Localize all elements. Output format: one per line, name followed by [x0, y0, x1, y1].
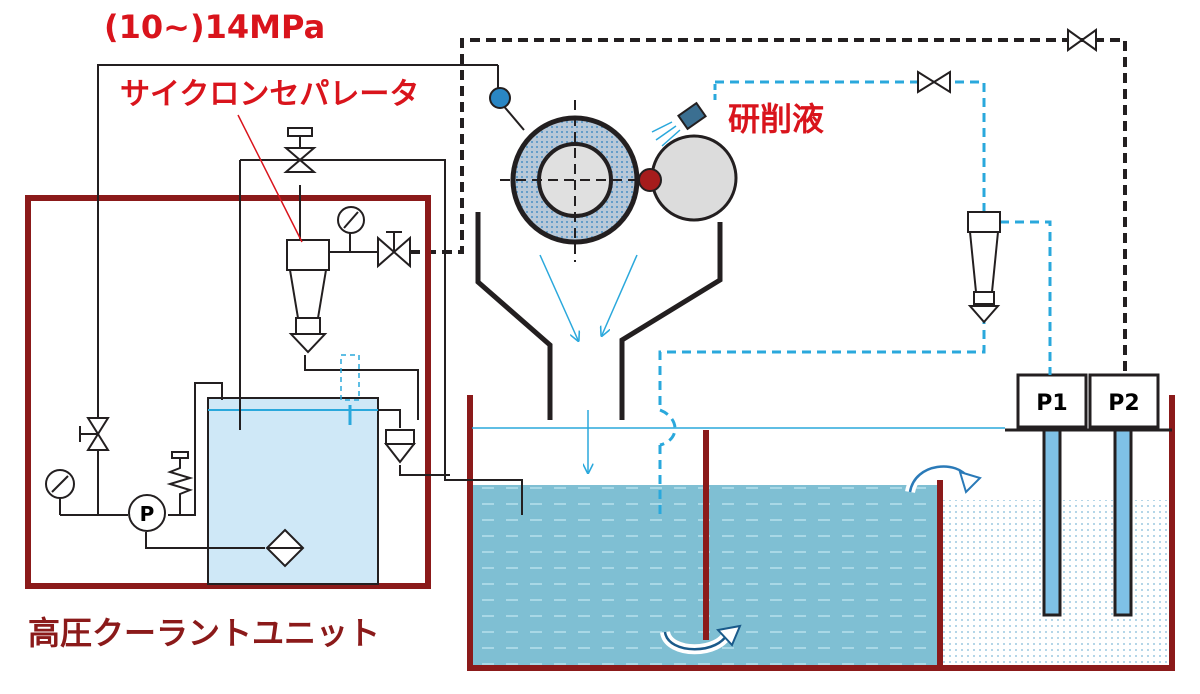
cyclone-separator-unit [286, 239, 330, 354]
pump-p2: P2 [1088, 373, 1160, 617]
filter [265, 528, 305, 568]
pump-p1: P1 [1016, 373, 1088, 617]
valve-cyan-line [917, 70, 951, 94]
relief-valve [166, 451, 194, 515]
cyclone-leader-line [237, 114, 303, 243]
pressure-gauge-top [337, 206, 365, 234]
main-tank [467, 395, 1175, 671]
nozzle-right [651, 82, 717, 147]
valve-cyclone-outlet [377, 231, 411, 269]
pump-p1-label: P1 [1036, 391, 1067, 416]
workpiece [638, 134, 738, 222]
level-sensor [340, 354, 360, 401]
pump-p2-label: P2 [1108, 391, 1139, 416]
small-separator [383, 429, 417, 464]
grinding-wheel [500, 100, 650, 262]
cyclone-label: サイクロンセパレータ [120, 77, 419, 112]
cyclone-separator-right [967, 211, 1001, 324]
valve-top [283, 127, 317, 173]
pressure-gauge-left [45, 469, 75, 515]
cyan-dashed-line [658, 80, 1052, 515]
pump-main: P [128, 494, 166, 532]
nozzle-left [489, 65, 525, 131]
circulation-arrow-lower [660, 624, 742, 655]
hopper [475, 212, 723, 472]
grinding-fluid-label: 研削液 [728, 100, 824, 138]
circulation-arrow-upper [905, 461, 982, 494]
pump-main-label: P [140, 502, 155, 526]
pressure-label: (10~)14MPa [104, 8, 325, 46]
coolant-unit-frame [25, 195, 431, 589]
valve-top-right [1067, 28, 1097, 52]
coolant-unit-label: 高圧クーラントユニット [28, 614, 380, 652]
valve-left [79, 417, 110, 451]
